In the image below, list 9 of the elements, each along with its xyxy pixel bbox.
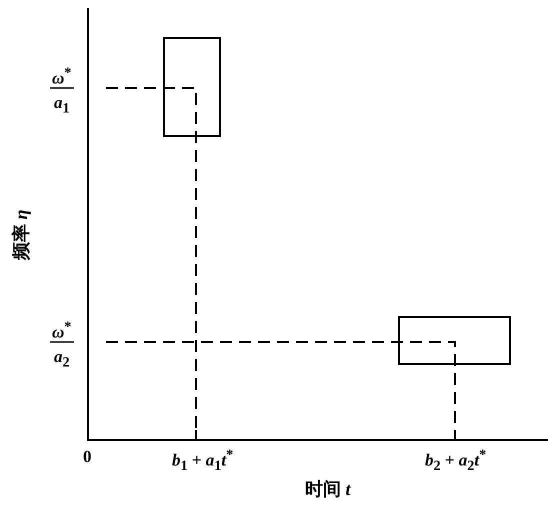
axis-label: 时间 t [305, 480, 351, 498]
tick-label: ω$^{*}$ [52, 320, 72, 341]
tick-label: a$_{2}$ [54, 348, 70, 370]
tick-label: b$_{1}$ + a$_{1}$t$^{*}$ [172, 448, 234, 474]
tick-label: a$_{1}$ [54, 94, 70, 116]
tick-label: 0 [83, 448, 92, 465]
axis-label: 频率 η [12, 210, 30, 260]
tick-label: ω$^{*}$ [52, 66, 72, 87]
tick-label: b$_{2}$ + a$_{2}$t$^{*}$ [425, 448, 486, 474]
